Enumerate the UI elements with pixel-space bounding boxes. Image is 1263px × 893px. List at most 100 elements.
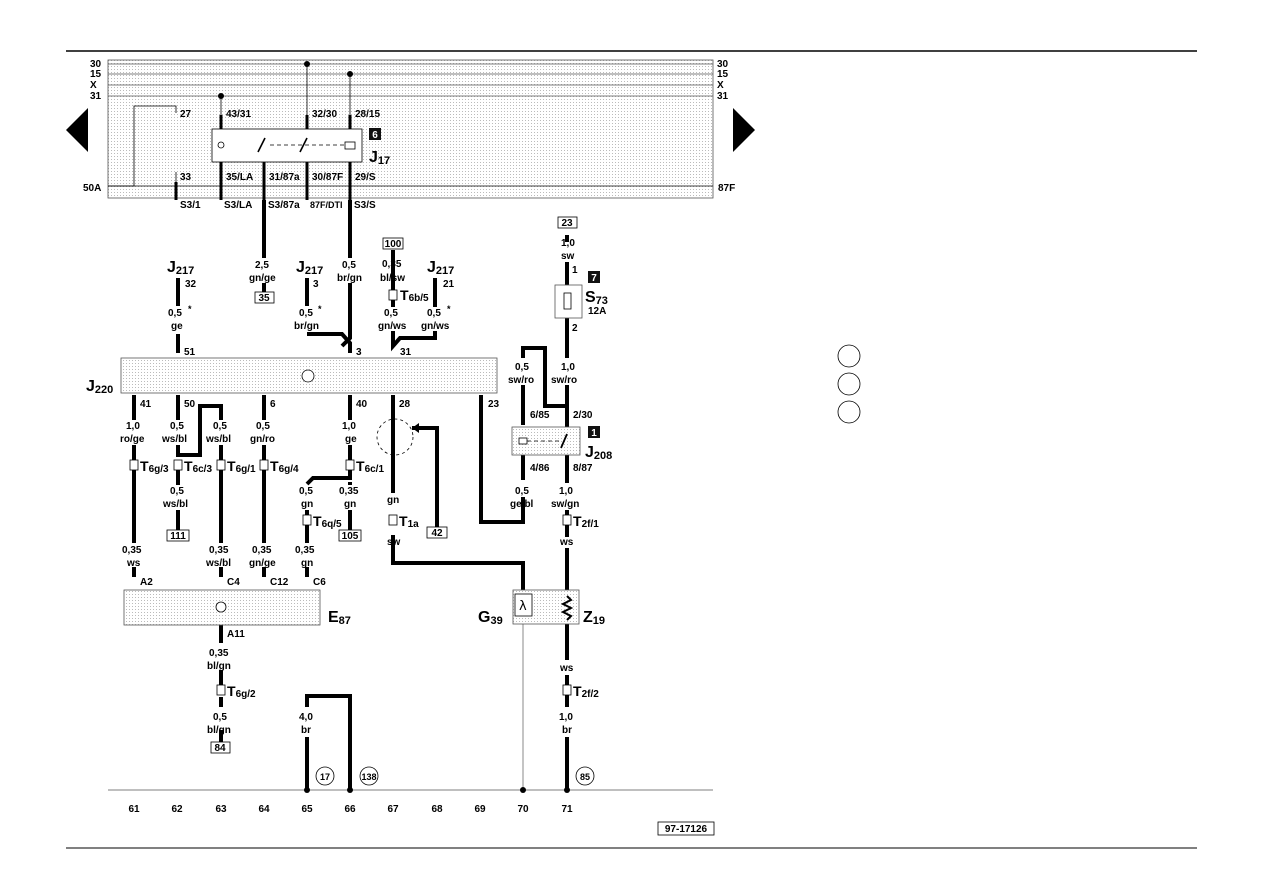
legend-circles xyxy=(837,344,861,424)
ref-100[interactable]: 100 xyxy=(385,239,402,250)
next-page-arrow-icon[interactable] xyxy=(733,108,755,152)
rail-label-31-right: 31 xyxy=(717,91,729,102)
ground-ref-138[interactable]: 138 xyxy=(361,772,376,782)
rail-label-x-left: X xyxy=(90,80,97,91)
j217-label-1: J217 xyxy=(167,259,194,277)
ref-23[interactable]: 23 xyxy=(561,218,573,229)
wire-color: gn xyxy=(301,499,313,510)
ref-84[interactable]: 84 xyxy=(214,743,226,754)
previous-page-arrow-icon[interactable] xyxy=(66,108,88,152)
wire-size: 0,35 xyxy=(295,545,315,556)
asterisk: * xyxy=(447,304,451,314)
j17-label: J17 xyxy=(369,149,390,167)
wire-size: 1,0 xyxy=(559,486,573,497)
wire-color: sw xyxy=(561,251,575,262)
j220-pin-41: 41 xyxy=(140,399,152,410)
pin-27: 27 xyxy=(180,109,192,120)
wire-size: 0,35 xyxy=(122,545,142,556)
wire-color: sw xyxy=(387,537,401,548)
rail-label-31-left: 31 xyxy=(90,91,102,102)
j220-pin-50: 50 xyxy=(184,399,196,410)
track-number: 70 xyxy=(517,804,529,815)
ground-ref-17[interactable]: 17 xyxy=(320,772,330,782)
wire-size: 1,0 xyxy=(126,421,140,432)
wire-color: ge xyxy=(171,321,183,332)
j220-pin-51: 51 xyxy=(184,347,196,358)
wire-size: 0,5 xyxy=(170,486,184,497)
asterisk: * xyxy=(188,304,192,314)
j208-pin-2-30: 2/30 xyxy=(573,410,593,421)
wire-size: 0,5 xyxy=(427,308,441,319)
wire-size: 0,5 xyxy=(342,260,356,271)
wire-size: 1,0 xyxy=(561,362,575,373)
t1a-label: T1a xyxy=(399,513,419,530)
ref-105[interactable]: 105 xyxy=(342,531,359,542)
asterisk: * xyxy=(318,304,322,314)
track-number: 66 xyxy=(344,804,356,815)
power-rails xyxy=(108,63,713,97)
s73-pin-2: 2 xyxy=(572,323,578,334)
j217-pin-32: 32 xyxy=(185,279,197,290)
ref-42[interactable]: 42 xyxy=(431,528,443,539)
wire-size: 0,5 xyxy=(256,421,270,432)
wire-size: 1,0 xyxy=(342,421,356,432)
j220-label: J220 xyxy=(86,378,113,396)
wire-size: 0,5 xyxy=(515,362,529,373)
j17-coil xyxy=(344,141,356,150)
wire-size: 0,35 xyxy=(252,545,272,556)
j17-relay-box xyxy=(211,128,363,163)
rail-label-15-right: 15 xyxy=(717,69,729,80)
wire-color: gn/ge xyxy=(249,273,276,284)
track-number: 62 xyxy=(171,804,183,815)
wire-color: sw/ro xyxy=(551,375,577,386)
j217-label-3: J217 xyxy=(427,259,454,277)
j217-pin-3: 3 xyxy=(313,279,319,290)
panel-pin-stubs xyxy=(174,115,352,200)
pin-28-15: 28/15 xyxy=(355,109,380,120)
j220-pin-3: 3 xyxy=(356,347,362,358)
wire-color: bl/gn xyxy=(207,725,231,736)
e87-symbol-icon xyxy=(215,601,227,613)
pin-31-87a: 31/87a xyxy=(269,172,300,183)
rail-label-x-right: X xyxy=(717,80,724,91)
wire-size: 0,35 xyxy=(209,648,229,659)
ref-111[interactable]: 111 xyxy=(170,531,186,542)
s3-1-label: S3/1 xyxy=(180,200,201,211)
j220-pin-6: 6 xyxy=(270,399,276,410)
wire-size: 0,5 xyxy=(168,308,182,319)
g39-label: G39 xyxy=(478,609,503,627)
wire-color: br/gn xyxy=(294,321,319,332)
ground-ref-85[interactable]: 85 xyxy=(580,772,590,782)
t6c1-label: T6c/1 xyxy=(356,458,384,475)
wire-size: 1,0 xyxy=(559,712,573,723)
wire-color: gn xyxy=(344,499,356,510)
e87-pin-c12: C12 xyxy=(270,577,289,588)
pin-30-87f: 30/87F xyxy=(312,172,343,183)
track-number: 63 xyxy=(215,804,227,815)
rail-label-50a: 50A xyxy=(83,183,101,194)
z19-label: Z19 xyxy=(583,609,605,627)
j220-pin-31: 31 xyxy=(400,347,412,358)
wire-size: 0,5 xyxy=(515,486,529,497)
wire-color: ws xyxy=(126,558,141,569)
j220-symbol-icon xyxy=(301,369,315,383)
wire-color: gn xyxy=(387,495,399,506)
wire-color: br xyxy=(301,725,311,736)
wire-color: ro/ge xyxy=(120,434,145,445)
s73-label: S73 xyxy=(585,289,608,307)
j17-number-badge xyxy=(369,128,381,140)
j217-label-2: J217 xyxy=(296,259,323,277)
t6g4-label: T6g/4 xyxy=(270,458,299,475)
j17-number: 6 xyxy=(372,130,378,141)
t6c3-label: T6c/3 xyxy=(184,458,212,475)
wire-color: ws/bl xyxy=(205,434,231,445)
wire-color: gn/ge xyxy=(249,558,276,569)
wire-size: 1,0 xyxy=(561,238,575,249)
ref-35[interactable]: 35 xyxy=(258,293,270,304)
j208-pin-8-87: 8/87 xyxy=(573,463,593,474)
wire-size: 0,5 xyxy=(299,486,313,497)
t6g2-label: T6g/2 xyxy=(227,683,256,700)
rail-label-30-right: 30 xyxy=(717,59,729,70)
heater-resistor-icon xyxy=(560,595,574,621)
